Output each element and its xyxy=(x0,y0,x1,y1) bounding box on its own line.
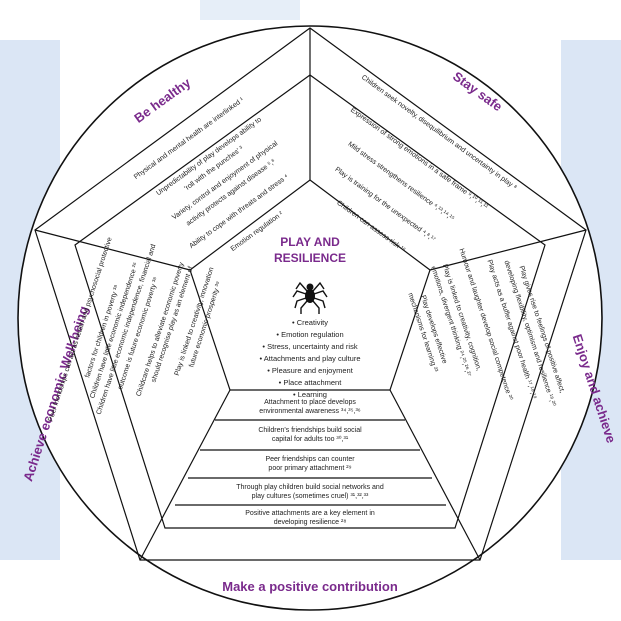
svg-text:poor primary attachment ²⁹: poor primary attachment ²⁹ xyxy=(268,465,351,472)
contribution-title: Make a positive contribution xyxy=(222,579,398,594)
center-list: • Creativity • Emotion regulation • Stre… xyxy=(259,318,360,399)
outer-pentagon xyxy=(34,27,587,561)
svg-text:developing resilience ²⁸: developing resilience ²⁸ xyxy=(274,519,347,526)
svg-text:• Creativity: • Creativity xyxy=(292,318,328,327)
spider-icon xyxy=(292,281,328,314)
svg-text:• Attachments and play culture: • Attachments and play culture xyxy=(259,354,360,363)
outer-circle xyxy=(17,25,603,611)
spoke-left xyxy=(34,229,191,271)
svg-text:• Pleasure and enjoyment: • Pleasure and enjoyment xyxy=(267,366,354,375)
svg-text:Children's friendships build s: Children's friendships build social xyxy=(258,427,362,434)
spoke-bottom-left xyxy=(139,389,231,561)
contribution-row-dividers xyxy=(175,419,446,506)
svg-text:Positive attachments are a key: Positive attachments are a key element i… xyxy=(245,510,375,517)
center-title-line1: PLAY AND xyxy=(280,235,340,249)
contribution-rows: Attachment to place develops environment… xyxy=(236,399,384,526)
svg-text:Through play children build so: Through play children build social netwo… xyxy=(236,484,384,491)
inner-pentagon xyxy=(189,179,431,391)
svg-text:environmental awareness ³⁴,³⁵,: environmental awareness ³⁴,³⁵,³⁶ xyxy=(259,408,361,415)
middle-pentagon xyxy=(74,74,546,529)
svg-text:capital for adults too ³⁰,³¹: capital for adults too ³⁰,³¹ xyxy=(272,435,349,443)
svg-text:play cultures (sometimes cruel: play cultures (sometimes cruel) ³¹,³²,³³ xyxy=(252,493,369,500)
background-tint-top xyxy=(200,0,300,20)
svg-text:Peer friendships can counter: Peer friendships can counter xyxy=(265,456,355,463)
svg-text:• Place attachment: • Place attachment xyxy=(279,378,343,387)
svg-text:• Stress, uncertainty and risk: • Stress, uncertainty and risk xyxy=(262,342,357,351)
svg-text:• Learning: • Learning xyxy=(293,390,327,399)
center-title-line2: RESILIENCE xyxy=(274,251,346,265)
spoke-right xyxy=(429,229,587,271)
svg-text:• Emotion regulation: • Emotion regulation xyxy=(276,330,343,339)
svg-text:Attachment to place develops: Attachment to place develops xyxy=(264,399,356,406)
spoke-bottom-right xyxy=(389,389,481,561)
